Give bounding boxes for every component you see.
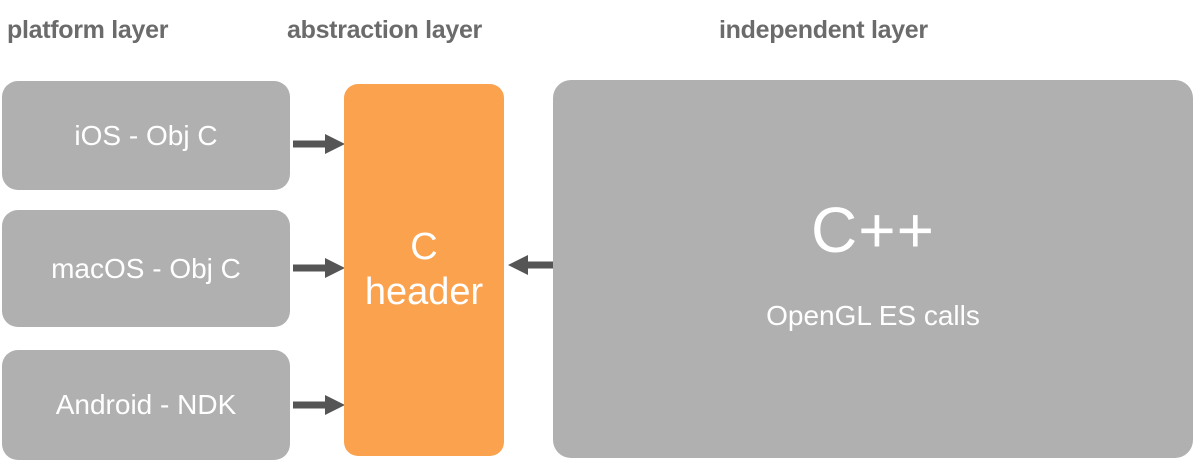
arrow-android-to-c-header-icon <box>293 392 345 418</box>
arrow-macos-to-c-header-icon <box>293 255 345 281</box>
platform-box-ios-label: iOS - Obj C <box>74 119 218 151</box>
column-header-independent-layer: independent layer <box>719 16 928 44</box>
platform-box-android-label: Android - NDK <box>55 389 237 420</box>
arrow-cpp-to-c-header-icon <box>508 252 560 278</box>
platform-box-ios: iOS - Obj C <box>2 81 290 190</box>
independent-box-cpp-subtitle: OpenGL ES calls <box>766 300 980 331</box>
arrow-ios-to-c-header-icon <box>293 131 345 157</box>
column-header-platform-layer: platform layer <box>7 16 169 44</box>
abstraction-box-c-header-line2: header <box>364 271 484 313</box>
abstraction-box-c-header: C header <box>344 84 504 456</box>
independent-box-cpp-title: C++ <box>811 194 935 266</box>
independent-box-cpp: C++ OpenGL ES calls <box>553 80 1193 458</box>
column-header-abstraction-layer: abstraction layer <box>287 16 482 44</box>
abstraction-box-c-header-line1: C <box>410 226 438 269</box>
platform-box-macos-label: macOS - Obj C <box>51 252 241 284</box>
platform-box-android: Android - NDK <box>2 350 290 460</box>
platform-box-macos: macOS - Obj C <box>2 210 290 327</box>
